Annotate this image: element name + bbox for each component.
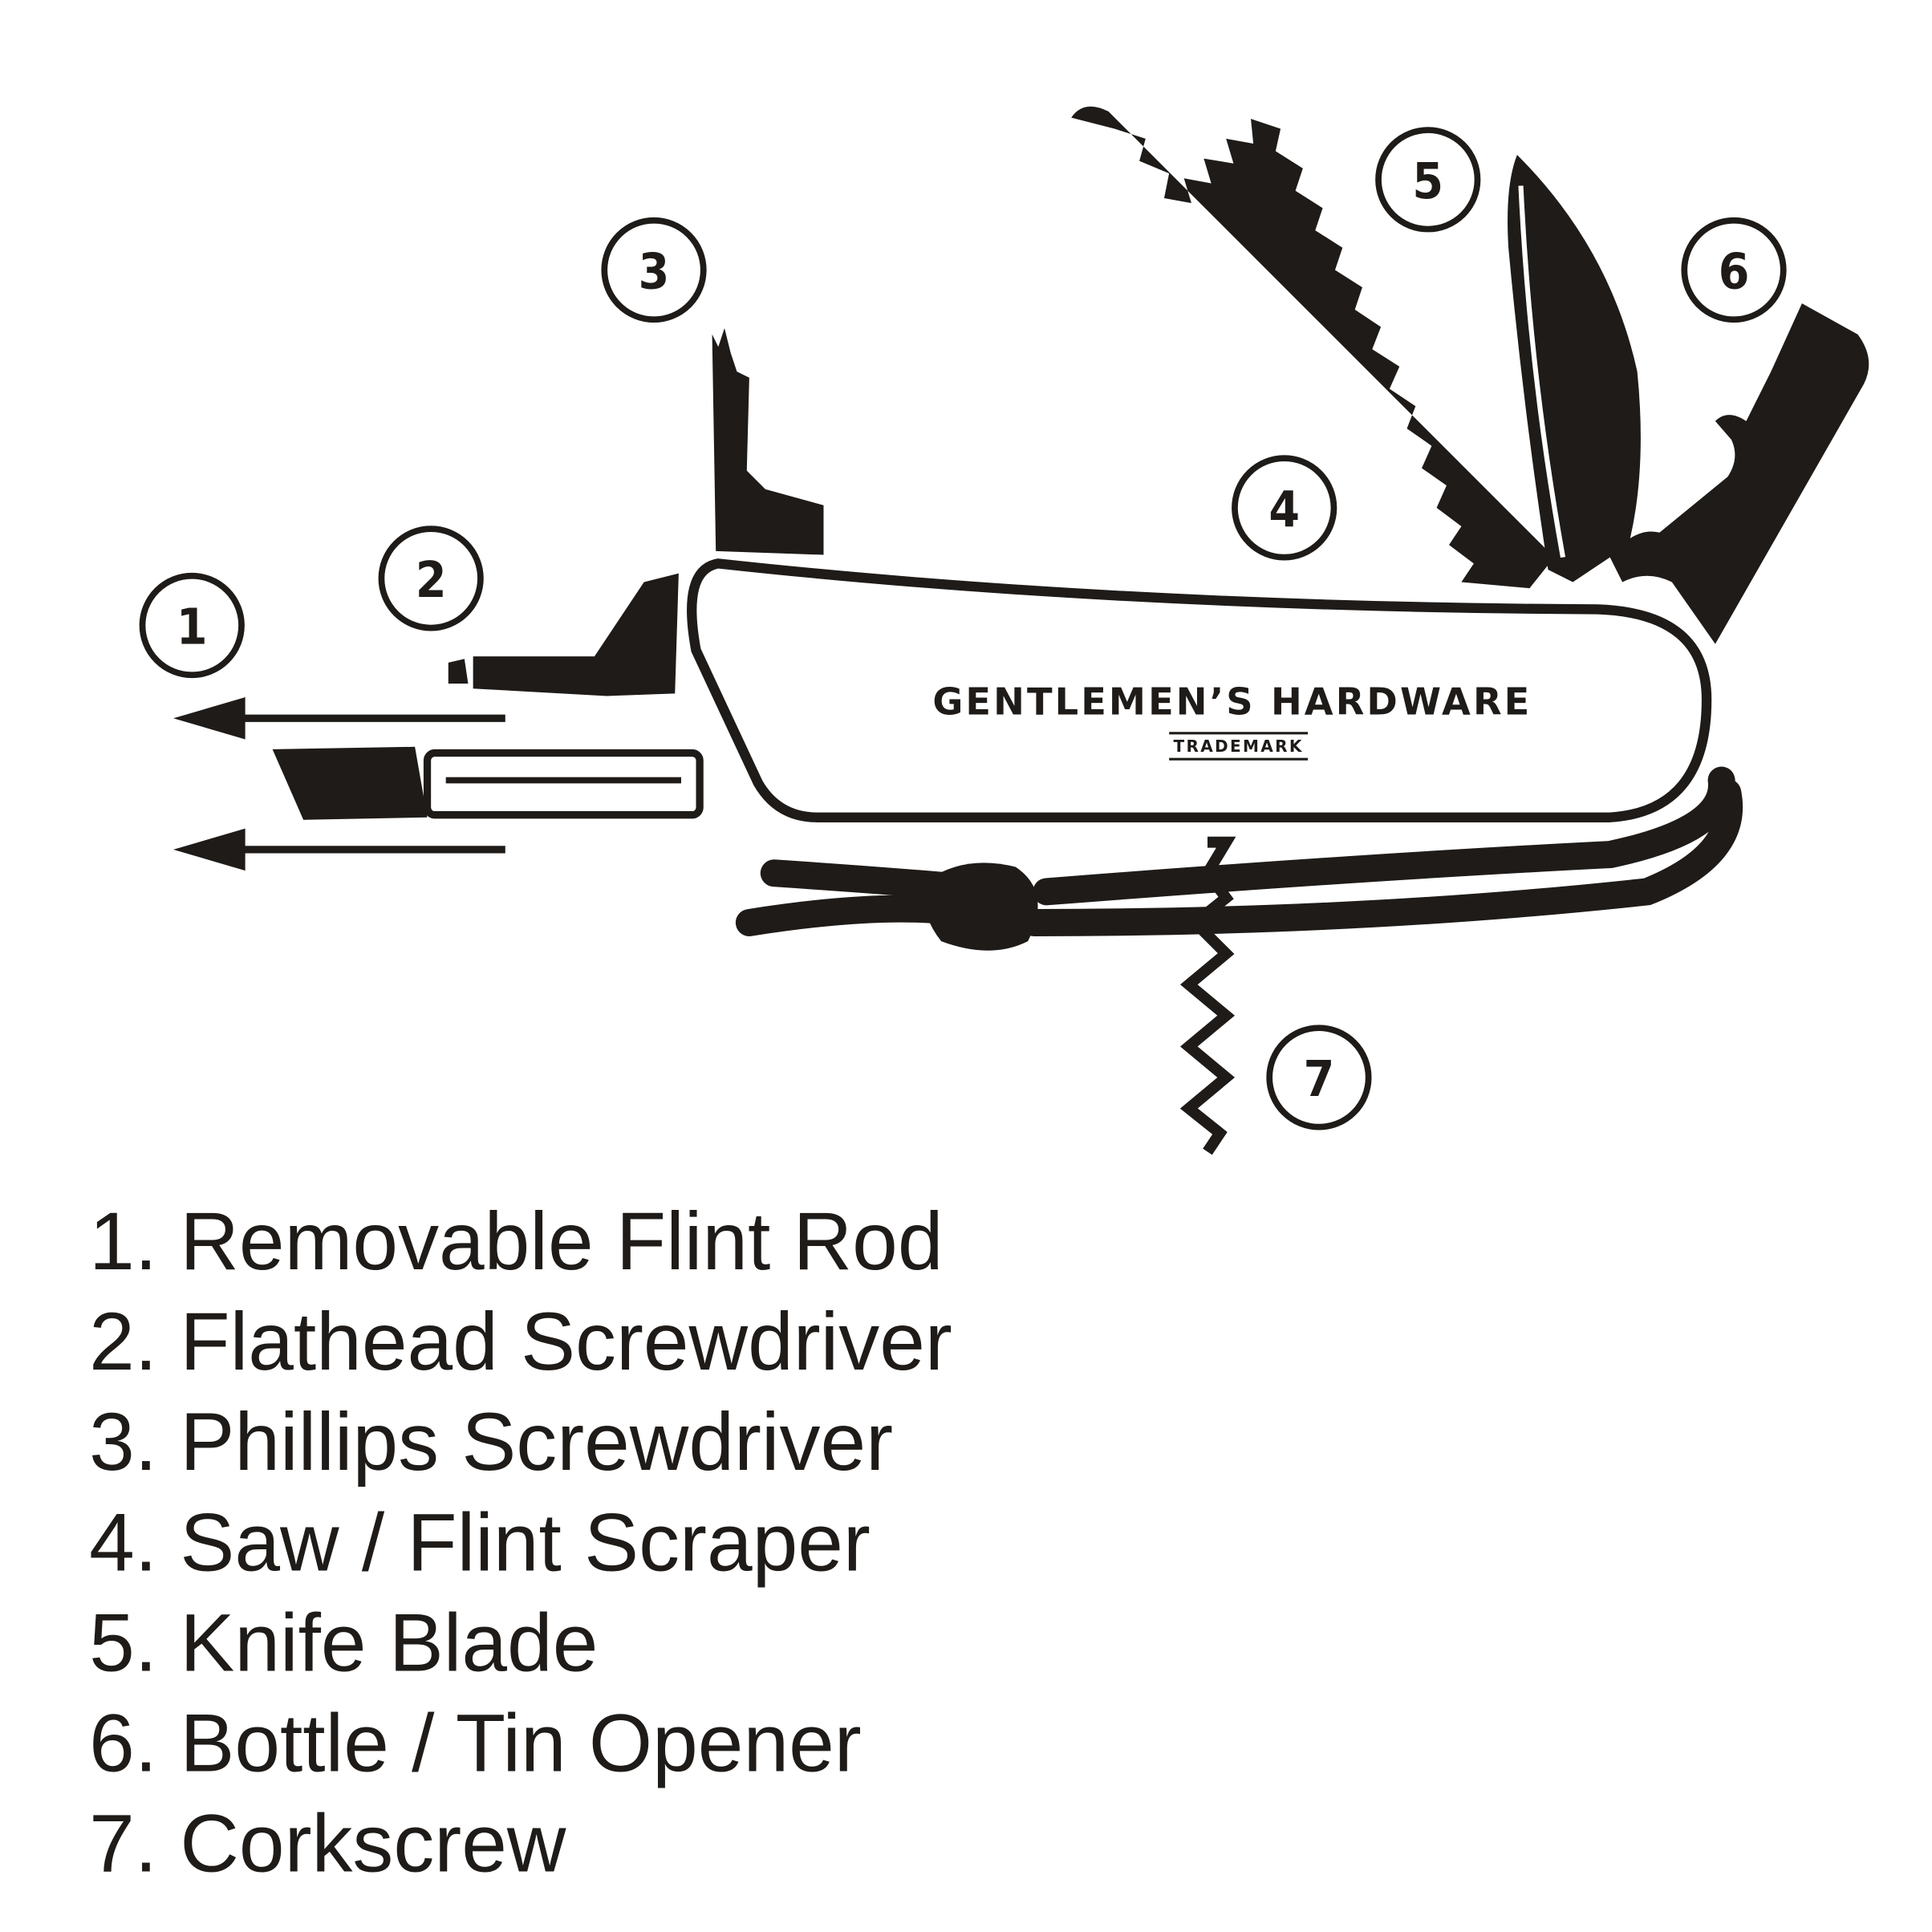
arrow-left-icon bbox=[173, 828, 505, 871]
flint-rod-head bbox=[272, 746, 428, 820]
legend-item: 6. Bottle / Tin Opener bbox=[89, 1697, 862, 1788]
phillips-screwdriver bbox=[712, 328, 824, 555]
corkscrew bbox=[1179, 836, 1236, 1155]
callout-3: 3 bbox=[639, 243, 670, 301]
callout-2: 2 bbox=[416, 551, 447, 609]
bottle-opener bbox=[1609, 303, 1869, 644]
callout-4: 4 bbox=[1268, 481, 1300, 538]
callout-6: 6 bbox=[1719, 243, 1750, 301]
callout-circle-2 bbox=[378, 526, 484, 631]
callout-1: 1 bbox=[177, 599, 208, 656]
callout-circle-5 bbox=[1375, 127, 1481, 233]
legend-item: 7. Corkscrew bbox=[89, 1797, 566, 1889]
multitool-body bbox=[687, 558, 1712, 822]
lanyard bbox=[735, 766, 1743, 936]
callout-circle-1 bbox=[139, 572, 245, 679]
flint-rod bbox=[423, 749, 704, 819]
arrow-left-icon bbox=[173, 697, 505, 740]
lanyard-knot bbox=[924, 862, 1038, 951]
legend-item: 1. Removable Flint Rod bbox=[89, 1195, 943, 1287]
callout-7: 7 bbox=[1304, 1050, 1335, 1108]
callout-circle-3 bbox=[601, 217, 707, 323]
saw-blade bbox=[1071, 106, 1555, 589]
brand-name: GENTLEMEN’S HARDWARE bbox=[932, 680, 1532, 724]
flathead-screwdriver bbox=[448, 573, 679, 696]
legend-item: 3. Phillips Screwdriver bbox=[89, 1396, 893, 1488]
legend-item: 5. Knife Blade bbox=[89, 1597, 598, 1688]
knife-blade bbox=[1508, 154, 1641, 582]
callout-circle-7 bbox=[1266, 1025, 1372, 1130]
saw-nail-nick bbox=[1264, 286, 1324, 346]
callout-circle-4 bbox=[1232, 455, 1337, 561]
legend-list: 1. Removable Flint Rod 2. Flathead Screw… bbox=[89, 1195, 952, 1889]
legend-item: 4. Saw / Flint Scraper bbox=[89, 1496, 871, 1588]
brand-trademark: TRADEMARK bbox=[1173, 737, 1303, 756]
legend-item: 2. Flathead Screwdriver bbox=[89, 1296, 952, 1387]
callout-circle-6 bbox=[1681, 217, 1787, 323]
callout-5: 5 bbox=[1412, 152, 1443, 210]
